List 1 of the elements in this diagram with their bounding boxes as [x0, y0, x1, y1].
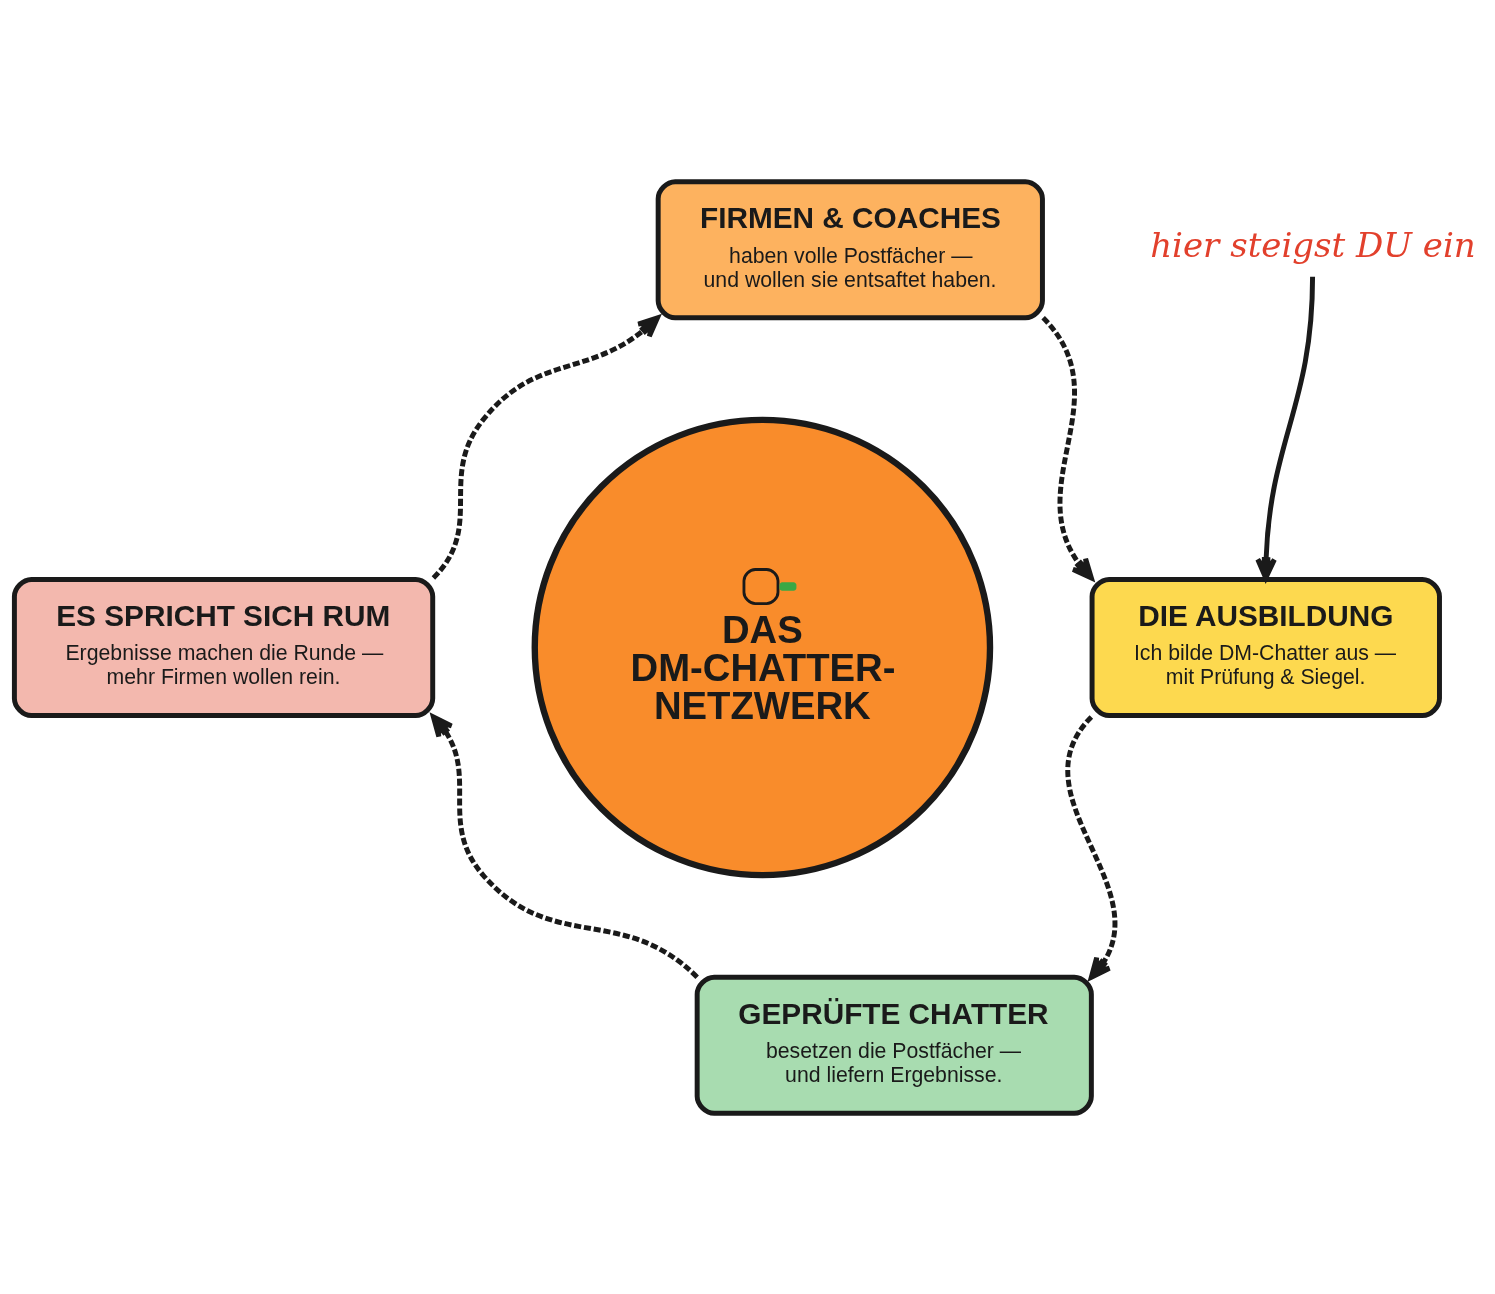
node-text: hier steigst DU ein — [1150, 224, 1476, 265]
